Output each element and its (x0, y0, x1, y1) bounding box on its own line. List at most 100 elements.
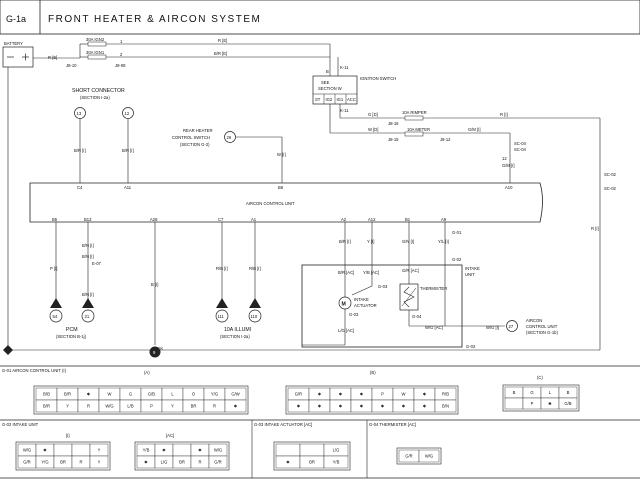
g01-connector-a-pin-label: BR (191, 404, 197, 409)
g02-connector-i-pin-label: Y (98, 448, 101, 453)
svg-text:(C): (C) (537, 375, 543, 380)
svg-text:A2: A2 (341, 217, 347, 222)
g02-connector-i-pin-label: W/G (23, 448, 31, 453)
svg-text:B1: B1 (405, 217, 411, 222)
g01-connector-a-pin-label: G (129, 392, 132, 397)
svg-text:A1: A1 (251, 217, 257, 222)
svg-text:THERMISTER: THERMISTER (420, 286, 447, 291)
g01-connector-c-pin-label: B (513, 390, 516, 395)
svg-text:SC-04: SC-04 (514, 141, 527, 146)
intake-unit: INTAKE UNIT (301, 264, 480, 348)
svg-text:B: B (326, 69, 329, 74)
battery-label: BATTERY (4, 41, 23, 46)
fuse-meter-label: 10A METER (407, 127, 430, 132)
svg-text:G-02: G-02 (466, 344, 476, 349)
g01-connector-a-pin-label: R (213, 404, 216, 409)
g02-connector-i-pin (53, 443, 73, 457)
g01-connector-a-pin-label: W/G (105, 404, 113, 409)
acu-label: AIRCON CONTROL UNIT (246, 201, 295, 206)
g01-title: G-01 AIRCON CONTROL UNIT (I) (2, 368, 67, 373)
svg-text:W/G [AC]: W/G [AC] (425, 325, 443, 330)
g01-connector-b-pin-label: ✱ (423, 392, 427, 397)
svg-text:SECTION W: SECTION W (318, 86, 342, 91)
svg-text:B/R [I]: B/R [I] (74, 148, 86, 153)
svg-text:[AC]: [AC] (166, 433, 174, 438)
g03-connector-pin-label: ✱ (286, 460, 290, 465)
fuse-meter (404, 131, 424, 137)
g01-connector-b-pin-label: ✱ (360, 404, 364, 409)
g01-connector-c-pin-label: P (531, 401, 534, 406)
ground-symbol (3, 345, 13, 355)
svg-text:B13: B13 (84, 217, 92, 222)
ground-ref-9: 9 (149, 346, 161, 358)
g01-connector-b-pin-label: ✱ (360, 392, 364, 397)
svg-text:13: 13 (77, 111, 82, 116)
svg-text:J8-12: J8-12 (440, 137, 451, 142)
short-connector-13: 13 (74, 107, 86, 119)
svg-text:12: 12 (502, 156, 507, 161)
svg-text:1: 1 (120, 39, 123, 44)
g02-connector-i-pin-label: R (79, 460, 82, 465)
pcm-ref-54: 54 (49, 298, 63, 323)
g01-connector-a-pin-label: Y (66, 404, 69, 409)
g02-connector-i-pin (71, 443, 91, 457)
g03-connector-pin (323, 455, 349, 469)
svg-text:B/N [I]: B/N [I] (82, 243, 94, 248)
svg-text:UNIT: UNIT (465, 272, 475, 277)
g02-connector-ac-pin-label: BR (179, 460, 185, 465)
fuse-ign2 (87, 41, 107, 47)
svg-text:1K: 1K (158, 346, 163, 351)
g01-connector-a-pin-label: O (192, 392, 196, 397)
g01-connector-a-pin-label: L/B (127, 404, 133, 409)
g04-connector-pin-label: G/R (405, 454, 412, 459)
svg-text:111: 111 (218, 314, 225, 319)
svg-text:G-02: G-02 (452, 257, 462, 262)
svg-text:B6: B6 (278, 185, 284, 190)
g01-connector-a-pin-label: ✱ (234, 404, 238, 409)
pcm-label: PCM (66, 327, 78, 333)
g02-connector-ac-pin-label: Y/B (143, 448, 150, 453)
g01-connector-b-pin-label: ✱ (318, 404, 322, 409)
g03-title: G-03 INTAKE ACTUATOR [AC] (254, 422, 312, 427)
g01-connector-c-pin (558, 397, 578, 410)
g01-connector-a-pin-label: Y (171, 404, 174, 409)
svg-text:B [I]: B [I] (151, 282, 158, 287)
svg-text:INTAKE: INTAKE (465, 266, 480, 271)
svg-text:26: 26 (227, 135, 232, 140)
page-id: G-1a (6, 14, 26, 24)
svg-text:54: 54 (53, 314, 58, 319)
g02-connector-ac-pin-label: W/G (214, 448, 222, 453)
battery-wire-label: R [E] (48, 55, 57, 60)
svg-text:E-07: E-07 (92, 261, 102, 266)
aircon-control-unit: AIRCON CONTROL UNIT (29, 182, 543, 223)
g01-connector-a-pin-label: G/B (148, 392, 155, 397)
svg-text:(SECTION G-2): (SECTION G-2) (180, 142, 210, 147)
svg-text:[I]: [I] (66, 433, 70, 438)
battery-symbol: BATTERY (2, 41, 34, 68)
g01-connector-c-pin-label: G/B (564, 401, 571, 406)
g01-connector-b-pin-label: ✱ (339, 392, 343, 397)
svg-text:B5: B5 (52, 217, 58, 222)
svg-text:W [D]: W [D] (368, 127, 378, 132)
svg-text:(SECTION G-1b): (SECTION G-1b) (526, 330, 558, 335)
svg-text:Y [I]: Y [I] (367, 239, 374, 244)
illumi-label: 10A ILLUMI (224, 327, 251, 333)
g02-connector-i-pin-label: Y/G (41, 460, 48, 465)
g02-connector-i-pin-label: BR (60, 460, 66, 465)
svg-text:Y/B [AC]: Y/B [AC] (363, 270, 379, 275)
svg-text:110: 110 (251, 314, 258, 319)
wire-br-e: B/R [E] (214, 51, 227, 56)
svg-text:A9: A9 (441, 217, 447, 222)
header-frame (0, 0, 640, 35)
g01-connector-c-pin-label: ✱ (548, 401, 552, 406)
g02-connector-ac-pin (172, 443, 192, 457)
svg-text:R [I]: R [I] (591, 226, 599, 231)
svg-text:ST: ST (315, 97, 321, 102)
svg-text:P [I]: P [I] (50, 266, 57, 271)
pcm-section: (SECTION B-1j) (56, 334, 87, 339)
svg-text:INTAKE: INTAKE (354, 297, 369, 302)
g03-connector-pin-label: L/G (333, 448, 340, 453)
